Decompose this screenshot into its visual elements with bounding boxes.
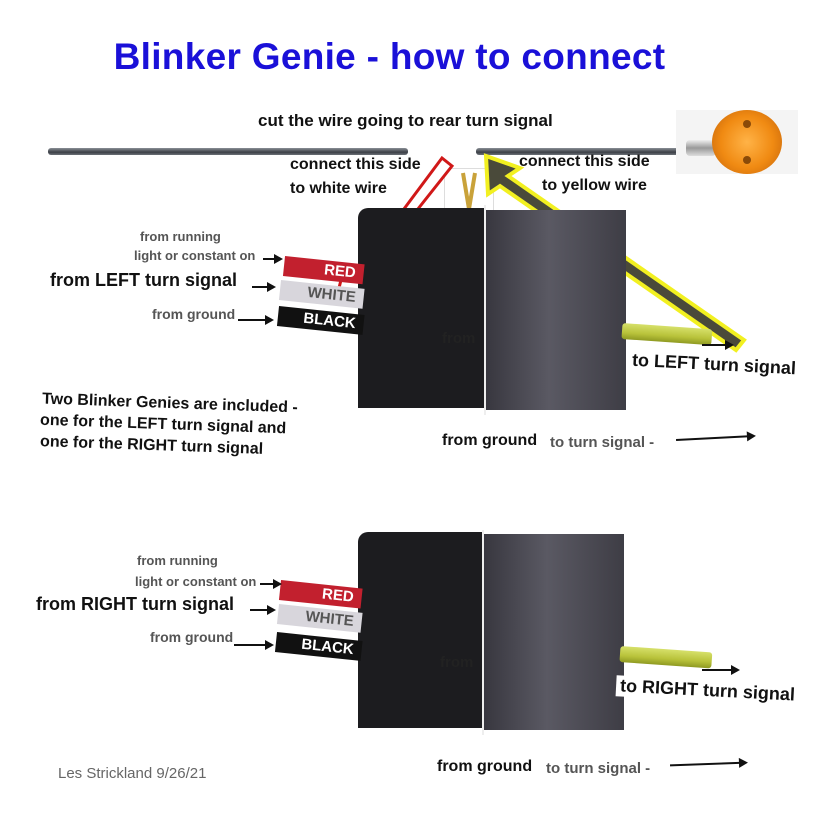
arrow-to-red	[263, 254, 283, 264]
from-running-label-1: from running	[140, 229, 221, 244]
connect-yellow-label-1: connect this side	[519, 153, 650, 170]
from-running-label-2: light or constant on	[135, 574, 257, 589]
arrow-to-white	[252, 282, 276, 292]
from-running-label-1: from running	[137, 553, 218, 568]
connect-white-label-2: to white wire	[290, 180, 387, 197]
genie-body-lower	[358, 532, 484, 728]
photo-divider	[482, 530, 484, 735]
arrow-to-white	[250, 605, 276, 615]
from-ground-label: from ground	[152, 306, 236, 322]
arrow-to-black	[238, 315, 274, 325]
arrow-to-red	[260, 579, 282, 589]
cut-wire-label: cut the wire going to rear turn signal	[258, 111, 553, 130]
from-right-turn-label: from RIGHT turn signal	[36, 594, 234, 614]
lamp-screw	[743, 156, 751, 164]
wire-left-segment	[48, 148, 408, 155]
lamp-lens	[712, 110, 782, 174]
author-credit: Les Strickland 9/26/21	[58, 765, 207, 782]
from-left-turn-label: from LEFT turn signal	[50, 270, 237, 290]
panel-from-text: from	[442, 330, 476, 347]
lamp-screw	[743, 120, 751, 128]
from-running-label-2: light or constant on	[134, 248, 256, 263]
arrow-to-left-signal	[702, 340, 734, 350]
lamp-stem	[686, 140, 716, 156]
connect-yellow-label-2: to yellow wire	[542, 177, 647, 194]
connect-white-label-1: connect this side	[290, 156, 421, 173]
wire-cut-gap	[408, 142, 444, 160]
genie-panel-upper	[486, 210, 626, 410]
photo-divider	[484, 205, 486, 415]
ground-from-label: from ground	[442, 432, 538, 449]
genie-body-upper	[358, 208, 486, 408]
arrow-to-right-signal	[702, 665, 740, 675]
wire-right-segment	[476, 148, 686, 155]
ground-to-label: to turn signal -	[546, 760, 651, 777]
arrow-to-black	[234, 640, 274, 650]
ground-to-label: to turn signal -	[550, 434, 655, 451]
from-ground-label: from ground	[150, 629, 234, 645]
panel-from-text: from	[440, 654, 474, 671]
page-title: Blinker Genie - how to connect	[113, 36, 666, 77]
ground-from-label: from ground	[437, 758, 533, 775]
genie-panel-lower	[484, 534, 624, 730]
